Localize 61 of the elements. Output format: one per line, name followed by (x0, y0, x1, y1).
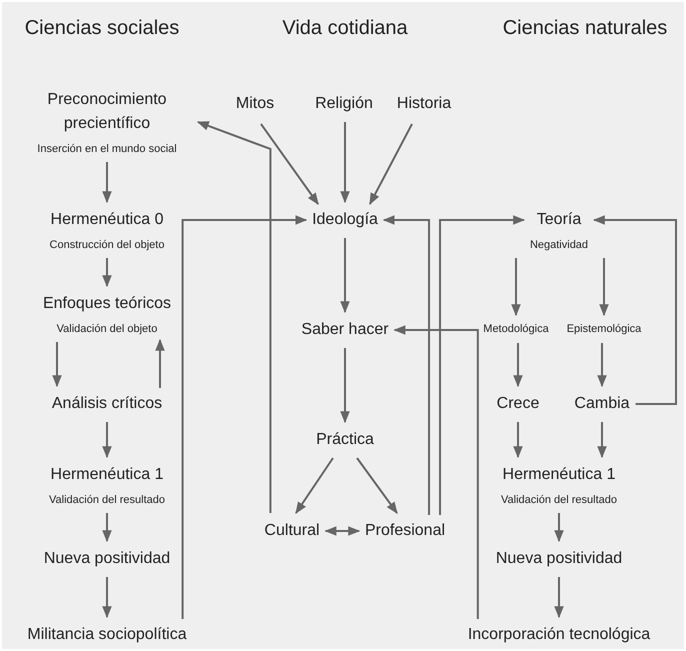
node-label: Cambia (574, 394, 630, 414)
node-subtitle: Validación del resultado (501, 493, 617, 507)
arrow (340, 238, 350, 314)
node-subtitle: Validación del resultado (49, 493, 165, 507)
column-heading: Ciencias sociales (24, 16, 180, 41)
node-label: Nueva positividad (44, 549, 170, 569)
node-label: Incorporación tecnológica (468, 625, 650, 645)
arrow (599, 258, 609, 316)
node-subtitle: Construcción del objeto (50, 238, 164, 252)
node-label: Religión (315, 94, 373, 114)
node-label: Nueva positividad (496, 549, 622, 569)
arrow (52, 342, 62, 388)
arrow (196, 121, 272, 513)
node-label: Cultural (264, 521, 320, 541)
column-heading: Vida cotidiana (282, 16, 408, 41)
arrow (597, 343, 607, 388)
node-label: Crece (496, 394, 540, 414)
arrow (295, 457, 334, 514)
arrow (554, 513, 564, 542)
arrow (393, 325, 479, 619)
arrow (102, 577, 112, 618)
arrow (513, 422, 523, 458)
arrow (340, 122, 350, 204)
arrow (155, 338, 165, 388)
node-label: Profesional (364, 521, 446, 541)
node-label: Hermenéutica 1 (502, 465, 616, 485)
node-label: Hermenéutica 0 (50, 210, 164, 230)
node-label: Análisis críticos (52, 394, 162, 414)
arrow (260, 123, 319, 205)
node-label: Hermenéutica 1 (50, 465, 164, 485)
arrow (324, 526, 360, 536)
node-label: Enfoques teóricos (42, 294, 172, 314)
node-subtitle: Negatividad (530, 238, 588, 252)
node-label: Teoría (536, 210, 582, 230)
arrow (102, 162, 112, 204)
arrow (554, 577, 564, 618)
node-label: Saber hacer (301, 320, 389, 340)
arrow (102, 258, 112, 288)
arrow (340, 348, 350, 424)
node-subtitle: Validación del objeto (56, 322, 158, 336)
arrow (592, 215, 677, 405)
node-label: Ideología (312, 210, 378, 230)
column-heading: Ciencias naturales (502, 16, 668, 41)
arrow (597, 422, 607, 458)
arrow (382, 215, 430, 515)
arrow (511, 258, 521, 316)
node-label: Práctica (316, 430, 374, 450)
node-label: Militancia sociopolítica (27, 625, 187, 645)
node-label: Preconocimiento precientífico (46, 90, 168, 134)
arrow (369, 124, 413, 206)
arrow (439, 215, 526, 515)
arrow (182, 215, 308, 619)
node-label: Metodológica (483, 322, 549, 337)
node-label: Historia (396, 94, 452, 114)
node-subtitle: Inserción en el mundo social (37, 142, 177, 156)
arrow (356, 457, 398, 514)
arrow (102, 513, 112, 542)
arrow (102, 422, 112, 458)
arrow (513, 343, 523, 388)
node-label: Mitos (236, 94, 274, 114)
node-label: Epistemológica (566, 322, 642, 337)
